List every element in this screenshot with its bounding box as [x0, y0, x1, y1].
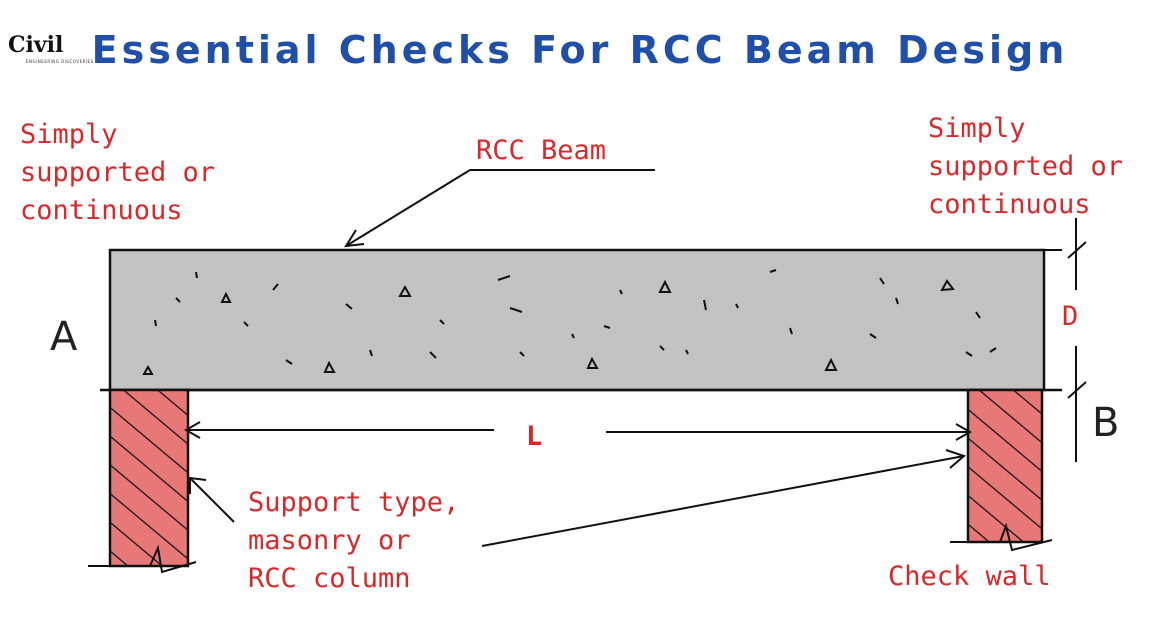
- support-type-leaders: [189, 449, 966, 547]
- right-support-label: Simply supported or continuous: [928, 113, 1124, 220]
- end-a-label: A: [50, 314, 78, 360]
- end-b-label: B: [1092, 400, 1120, 446]
- logo-text: Civil: [8, 32, 64, 58]
- span-dimension: [183, 421, 973, 441]
- right-support-wall: [966, 388, 1044, 544]
- page-title: Essential Checks For RCC Beam Design: [91, 28, 1069, 72]
- left-support-label: Simply supported or continuous: [20, 119, 216, 226]
- beam-leader-arrow: [344, 169, 655, 248]
- rcc-beam-label: RCC Beam: [476, 135, 607, 166]
- support-type-label: Support type, masonry or RCC column: [248, 487, 460, 594]
- check-wall-label: Check wall: [888, 561, 1051, 592]
- right-support-break-line: [950, 522, 1053, 552]
- rcc-beam: [108, 248, 1046, 392]
- depth-label: D: [1062, 301, 1079, 332]
- depth-dimension: [1067, 218, 1087, 462]
- left-support-column: [108, 388, 190, 568]
- logo-subtext: ENGINEERING DISCOVERIES: [26, 59, 94, 64]
- civil-logo: Civil ENGINEERING DISCOVERIES: [8, 32, 93, 72]
- span-label: L: [526, 421, 543, 452]
- aggregate-marks: [142, 269, 997, 375]
- left-support-break-line: [88, 544, 197, 574]
